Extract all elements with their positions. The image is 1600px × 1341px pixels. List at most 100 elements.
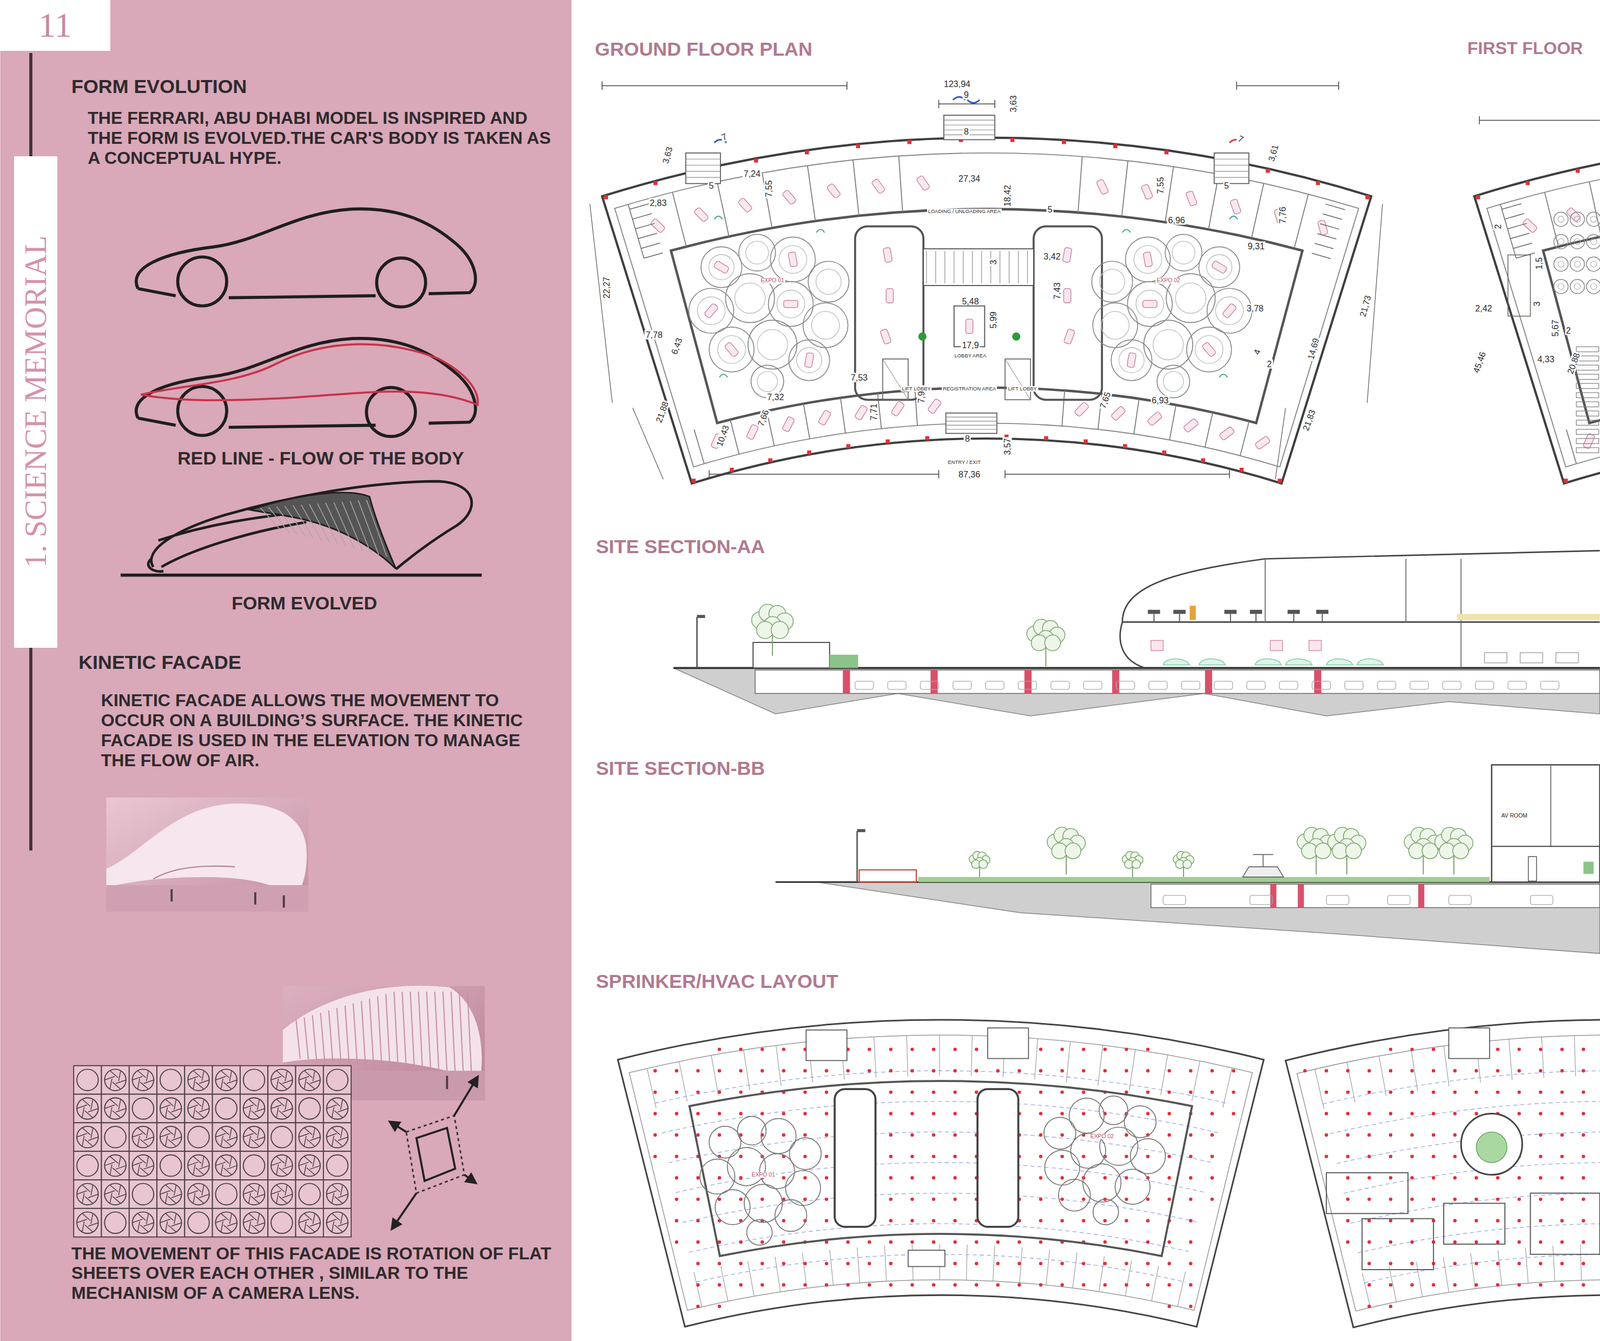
dimension-label: 3 xyxy=(1532,300,1542,308)
dimension-label: 3 xyxy=(988,258,998,266)
dimension-label: 7,24 xyxy=(742,168,762,178)
dimension-label: 5 xyxy=(1222,181,1231,191)
car-symbol xyxy=(916,175,931,191)
car-symbol xyxy=(737,197,753,213)
dimension-label: 21,83 xyxy=(1300,407,1318,434)
room-label: LOBBY AREA xyxy=(953,353,988,359)
car-symbol xyxy=(804,352,815,368)
car-symbol xyxy=(1142,252,1153,268)
dimension-label: 21,88 xyxy=(653,399,671,426)
dimension-label: 7,53 xyxy=(849,373,869,383)
movement-diagram xyxy=(389,1077,478,1230)
dimension-label: 17,9 xyxy=(960,340,980,350)
dimension-label: 2 xyxy=(1564,326,1572,336)
dimension-label: 7,32 xyxy=(765,392,785,402)
drawing-title: GROUND FLOOR PLAN xyxy=(594,38,813,61)
hvac-layout xyxy=(617,1020,1600,1328)
dimension-label: 4,33 xyxy=(1536,354,1556,365)
tree-symbol xyxy=(1297,827,1336,875)
car-symbol xyxy=(1063,288,1071,303)
car-symbol xyxy=(703,302,719,319)
car-symbol xyxy=(1522,217,1538,234)
vertical-title: 1. SCIENCE MEMORIAL xyxy=(20,235,52,569)
tree-symbol xyxy=(1047,827,1086,875)
expo-label: EXPO 02 xyxy=(1089,1133,1115,1140)
side-panel xyxy=(0,0,572,1341)
dimension-label: 7,76 xyxy=(1278,205,1288,225)
car-symbol xyxy=(1095,179,1109,196)
car-symbol xyxy=(1230,198,1242,215)
car-symbol xyxy=(927,398,942,415)
car-symbol xyxy=(1254,435,1271,451)
car-symbol xyxy=(1110,406,1126,422)
dimension-label: 3,78 xyxy=(1245,303,1265,313)
tree-symbol xyxy=(1404,827,1443,875)
dimension-label: 22,27 xyxy=(601,275,611,300)
dimension-label: 18,42 xyxy=(1002,183,1013,208)
car-symbol xyxy=(1211,260,1227,275)
tree-symbol xyxy=(969,851,990,878)
dimension-label: 5 xyxy=(1046,204,1054,214)
car-symbol xyxy=(1221,302,1237,319)
car-symbol xyxy=(871,178,886,195)
car-symbol xyxy=(965,319,973,334)
car-symbol xyxy=(1582,433,1596,449)
car-symbol xyxy=(882,247,893,263)
dimension-label: 6,93 xyxy=(1150,395,1170,405)
dimension-label: 27,34 xyxy=(957,174,982,184)
car-symbol xyxy=(782,416,796,433)
first-floor-plan xyxy=(1474,116,1600,484)
dimension-label: 20,88 xyxy=(1564,350,1582,376)
room-label: LIFT LOBBY xyxy=(1007,386,1038,392)
tree-symbol xyxy=(1173,851,1194,878)
car-symbol xyxy=(650,217,666,234)
drawing-title: SITE SECTION-BB xyxy=(596,758,766,780)
car-symbol xyxy=(826,183,842,200)
dimension-label: 7,65 xyxy=(1097,389,1113,411)
car-symbol xyxy=(854,404,868,421)
car-symbol xyxy=(782,189,797,206)
tree-symbol xyxy=(1327,827,1367,875)
car-symbol xyxy=(1062,247,1073,263)
dimension-label: 3,63 xyxy=(660,144,674,166)
title-band: 1. SCIENCE MEMORIAL xyxy=(14,156,57,649)
page-number-box: 11 xyxy=(0,0,111,51)
drawing-title: SITE SECTION-AA xyxy=(596,536,766,558)
section-heading: FORM EVOLUTION xyxy=(71,75,247,98)
dimension-label: 7 xyxy=(719,130,730,143)
dimension-label: 21,73 xyxy=(1357,293,1373,319)
dimension-label: 123,94 xyxy=(942,78,972,89)
dimension-label: 9,31 xyxy=(1246,241,1266,251)
car-symbol xyxy=(1147,411,1163,427)
dimension-label: 7,43 xyxy=(1052,281,1062,301)
drawing-title: FIRST FLOOR xyxy=(1467,38,1584,58)
dimension-label: 8 xyxy=(963,434,971,444)
car-symbol xyxy=(788,252,798,268)
car-symbol xyxy=(745,424,759,441)
section-heading: KINETIC FACADE xyxy=(78,651,242,674)
room-label: ENTRY / EXIT xyxy=(947,459,982,466)
dimension-label: 9 xyxy=(962,90,970,100)
expo-label: EXPO 02 xyxy=(1155,277,1181,284)
dimension-label: 7,55 xyxy=(763,179,773,198)
dimension-label: 5,99 xyxy=(988,311,998,330)
dimension-label: 6,96 xyxy=(1167,215,1187,226)
dimension-label: 45,46 xyxy=(1471,349,1489,375)
drawing-title: SPRINKER/HVAC LAYOUT xyxy=(596,971,839,993)
dimension-label: 3,42 xyxy=(1042,251,1062,261)
dimension-label: 2 xyxy=(1493,222,1503,230)
car-symbol xyxy=(1182,418,1199,433)
body-text: THE MOVEMENT OF THIS FACADE IS ROTATION … xyxy=(71,1244,562,1305)
dimension-label: 1,5 xyxy=(1534,256,1544,271)
dimension-label: 8 xyxy=(962,127,970,137)
page-number: 11 xyxy=(38,8,72,43)
room-label: LOADING / UNLOADING AREA xyxy=(927,208,1002,215)
body-text: THE FERRARI, ABU DHABI MODEL IS INSPIRED… xyxy=(87,108,563,169)
car-symbol xyxy=(724,341,739,358)
car-symbol xyxy=(1063,328,1075,345)
expo-label: EXPO 01 xyxy=(759,277,785,284)
dimension-label: 3,61 xyxy=(1266,142,1281,164)
dimension-label: 2,42 xyxy=(1473,303,1493,313)
form-sketches xyxy=(120,208,482,575)
dimension-label: 4 xyxy=(1251,347,1263,357)
